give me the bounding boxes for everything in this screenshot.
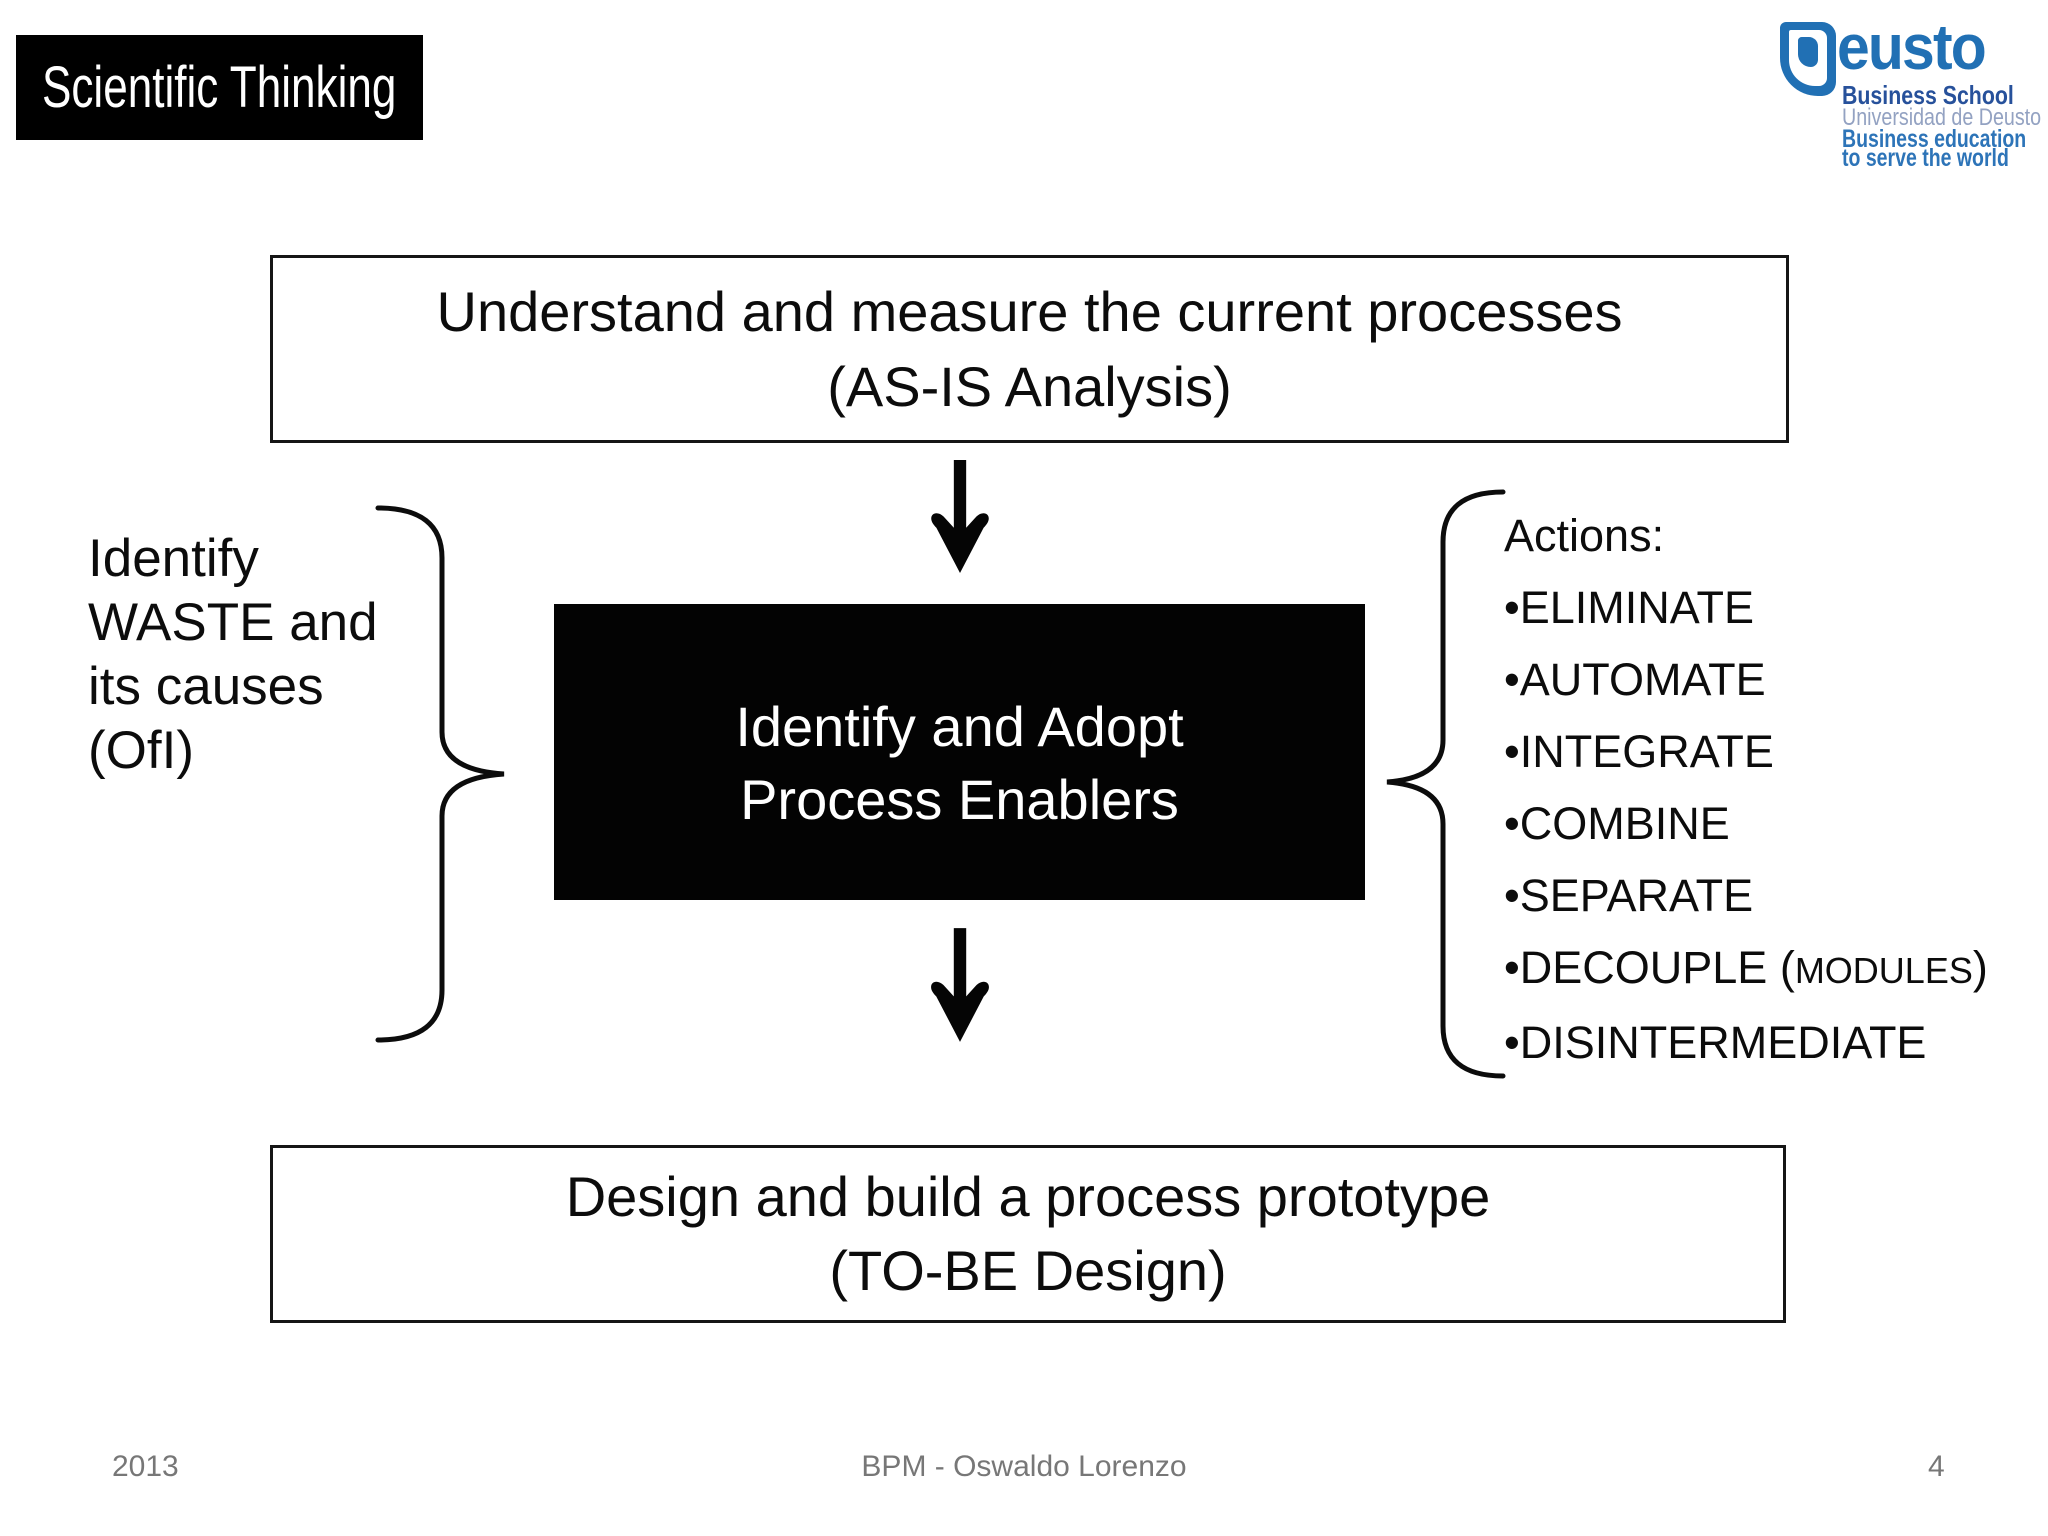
logo-universidad: Universidad de Deusto — [1842, 104, 2042, 131]
down-arrow-icon — [931, 928, 989, 1042]
slide-title: Scientific Thinking — [42, 55, 397, 120]
waste-note-line-2: WASTE and — [88, 593, 378, 652]
enablers-line-1: Identify and Adopt — [735, 695, 1184, 758]
logo-tagline-1: Business education — [1842, 125, 2027, 153]
action-item-integrate: •INTEGRATE — [1504, 726, 1774, 777]
deusto-logo: eusto Business School Universidad de Deu… — [1780, 11, 2042, 172]
action-item-disintermediate: •DISINTERMEDIATE — [1504, 1017, 1927, 1068]
logo-wordmark: eusto — [1837, 11, 1987, 83]
down-arrow-icon — [931, 460, 989, 573]
footer-year: 2013 — [112, 1450, 179, 1483]
footer-page-number: 4 — [1928, 1450, 1945, 1483]
footer-caption: BPM - Oswaldo Lorenzo — [861, 1450, 1187, 1483]
waste-note: Identify WASTE and its causes (OfI) — [88, 527, 378, 783]
left-brace — [375, 505, 505, 1043]
waste-note-line-1: Identify — [88, 529, 259, 588]
logo-tagline-2: to serve the world — [1842, 144, 2009, 172]
actions-header: Actions: — [1504, 510, 1665, 561]
action-item-separate: •SEPARATE — [1504, 870, 1754, 921]
waste-note-line-4: (OfI) — [88, 721, 194, 780]
right-brace — [1386, 489, 1506, 1079]
action-item-combine: •COMBINE — [1504, 798, 1730, 849]
to-be-line-2: (TO-BE Design) — [829, 1239, 1227, 1302]
as-is-analysis-box: Understand and measure the current proce… — [270, 255, 1789, 443]
action-item-eliminate: •ELIMINATE — [1504, 582, 1754, 633]
slide-title-box: Scientific Thinking — [16, 35, 423, 140]
waste-note-line-3: its causes — [88, 657, 324, 716]
process-enablers-box: Identify and Adopt Process Enablers — [554, 604, 1365, 900]
logo-business-school: Business School — [1842, 80, 2014, 110]
to-be-design-box: Design and build a process prototype (TO… — [270, 1145, 1786, 1323]
as-is-line-2: (AS-IS Analysis) — [827, 355, 1232, 418]
enablers-line-2: Process Enablers — [740, 768, 1179, 831]
action-item-automate: •AUTOMATE — [1504, 654, 1766, 705]
action-item-decouple: •DECOUPLE (MODULES) — [1504, 942, 1988, 993]
to-be-line-1: Design and build a process prototype — [565, 1165, 1491, 1228]
as-is-line-1: Understand and measure the current proce… — [436, 280, 1623, 343]
actions-list: Actions: •ELIMINATE •AUTOMATE •INTEGRATE… — [1504, 500, 1988, 1079]
decouple-modules-note: MODULES — [1794, 950, 1973, 991]
deusto-d-mark-icon — [1780, 22, 1836, 96]
